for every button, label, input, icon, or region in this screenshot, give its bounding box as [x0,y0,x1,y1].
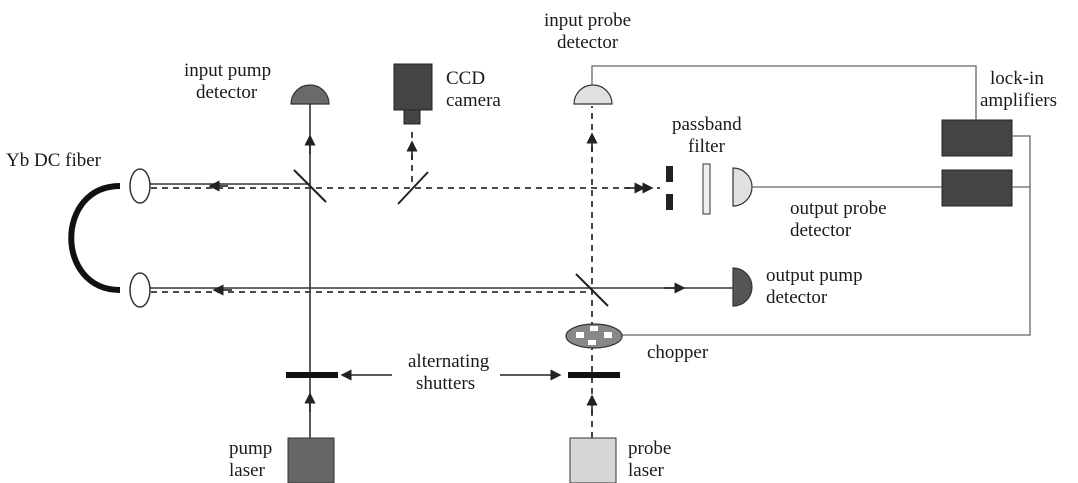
alternating-shutters-label: alternating shutters [408,351,494,394]
bottom-lens [129,272,151,308]
wire-chopper-ref [618,135,1031,336]
direction-arrows [208,132,686,414]
passband-filter-label: passband filter [672,114,746,157]
signal-wiring [591,65,1031,336]
wire-input-probe [591,65,977,120]
pump-shutter [286,372,338,378]
top-lens [129,168,151,204]
probe-beamsplitter [575,273,609,307]
aperture-top [666,166,673,182]
output-pump-detector-label: output pump detector [766,265,867,308]
output-pump-detector [732,267,753,307]
ccd-camera-lens [403,109,421,125]
input-probe-detector [573,84,613,105]
ccd-camera-body [393,63,433,111]
probe-laser [569,437,617,483]
probe-laser-label: probe laser [628,438,676,481]
lockin-amplifiers-label: lock-in amplifiers [980,68,1057,111]
input-pump-detector [290,84,330,105]
lockin-amplifier-1 [941,119,1013,157]
output-probe-detector-label: output probe detector [790,198,891,241]
output-probe-detector [732,167,753,207]
input-pump-detector-label: input pump detector [184,60,276,103]
passband-filter [702,163,711,215]
ccd-camera-label: CCD camera [446,68,501,111]
yb-dc-fiber-label: Yb DC fiber [6,150,102,171]
pump-laser [287,437,335,483]
pump-beamsplitter [293,169,327,203]
yb-dc-fiber-coil [68,183,121,293]
probe-shutter [568,372,620,378]
beam-paths [140,104,733,438]
ccd-pickoff-mirror [397,171,429,205]
lockin-amplifier-2 [941,169,1013,207]
chopper-label: chopper [647,342,709,363]
input-probe-detector-label: input probe detector [544,10,636,53]
chopper-wheel [565,323,623,349]
chopper-blades [576,326,612,345]
pump-laser-label: pump laser [229,438,277,481]
aperture-bottom [666,194,673,210]
